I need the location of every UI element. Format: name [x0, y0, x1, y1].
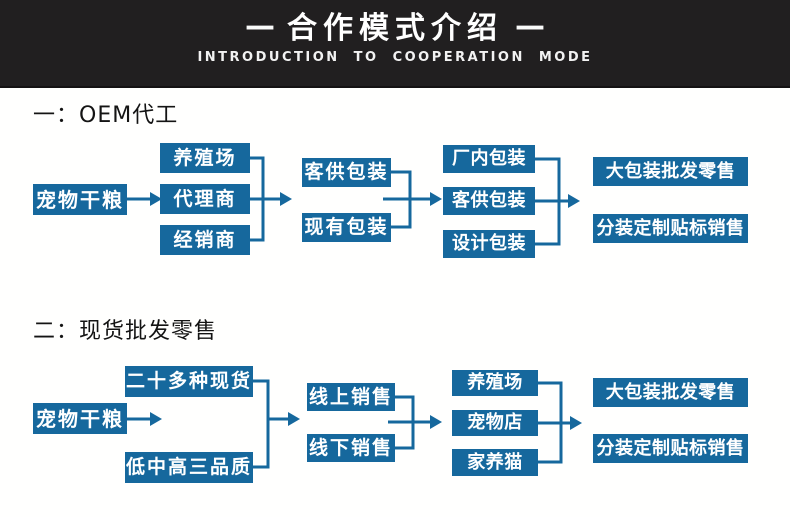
- flow-box-s2-domestic-cat: 家养猫: [452, 449, 538, 476]
- flow-box-s1-custom-label-sales: 分装定制贴标销售: [593, 214, 748, 243]
- flow-box-s1-factory-packaging: 厂内包装: [443, 145, 535, 173]
- flow-box-s2-offline-sales: 线下销售: [307, 434, 395, 462]
- flow-box-s2-bulk-wholesale: 大包装批发零售: [593, 378, 748, 407]
- page-title: 合作模式介绍: [287, 11, 503, 46]
- header-banner: — 合作模式介绍 — INTRODUCTION TO COOPERATION M…: [0, 0, 790, 88]
- header-title-row: — 合作模式介绍 —: [0, 0, 790, 45]
- flow-box-s2-three-qualities: 低中高三品质: [125, 452, 253, 483]
- section1-title: 一：OEM代工: [33, 103, 179, 128]
- flow-box-s1-designed-packaging: 设计包装: [443, 230, 535, 258]
- flow-box-s2-source: 宠物干粮: [33, 403, 127, 434]
- flow-box-s2-farm: 养殖场: [452, 370, 538, 396]
- flow-box-s2-custom-label-sales: 分装定制贴标销售: [593, 434, 748, 463]
- flow-box-s1-source: 宠物干粮: [33, 184, 127, 215]
- title-dash-left: —: [245, 8, 275, 44]
- flow-box-s1-agent: 代理商: [160, 184, 250, 214]
- flow-box-s1-bulk-wholesale: 大包装批发零售: [593, 157, 748, 186]
- section2-title: 二：现货批发零售: [33, 319, 218, 344]
- flow-box-s1-customer-packaging2: 客供包装: [443, 187, 535, 215]
- flow-box-s2-pet-store: 宠物店: [452, 410, 538, 436]
- page-subtitle: INTRODUCTION TO COOPERATION MODE: [197, 50, 593, 65]
- flow-box-s1-existing-packaging: 现有包装: [302, 213, 391, 242]
- flow-box-s1-distributor: 经销商: [160, 225, 250, 255]
- title-dash-right: —: [515, 8, 545, 44]
- flow-box-s2-stock-varieties: 二十多种现货: [125, 366, 253, 397]
- flow-box-s1-customer-packaging: 客供包装: [302, 158, 391, 187]
- flow-box-s1-farm: 养殖场: [160, 143, 250, 173]
- flow-box-s2-online-sales: 线上销售: [307, 383, 395, 411]
